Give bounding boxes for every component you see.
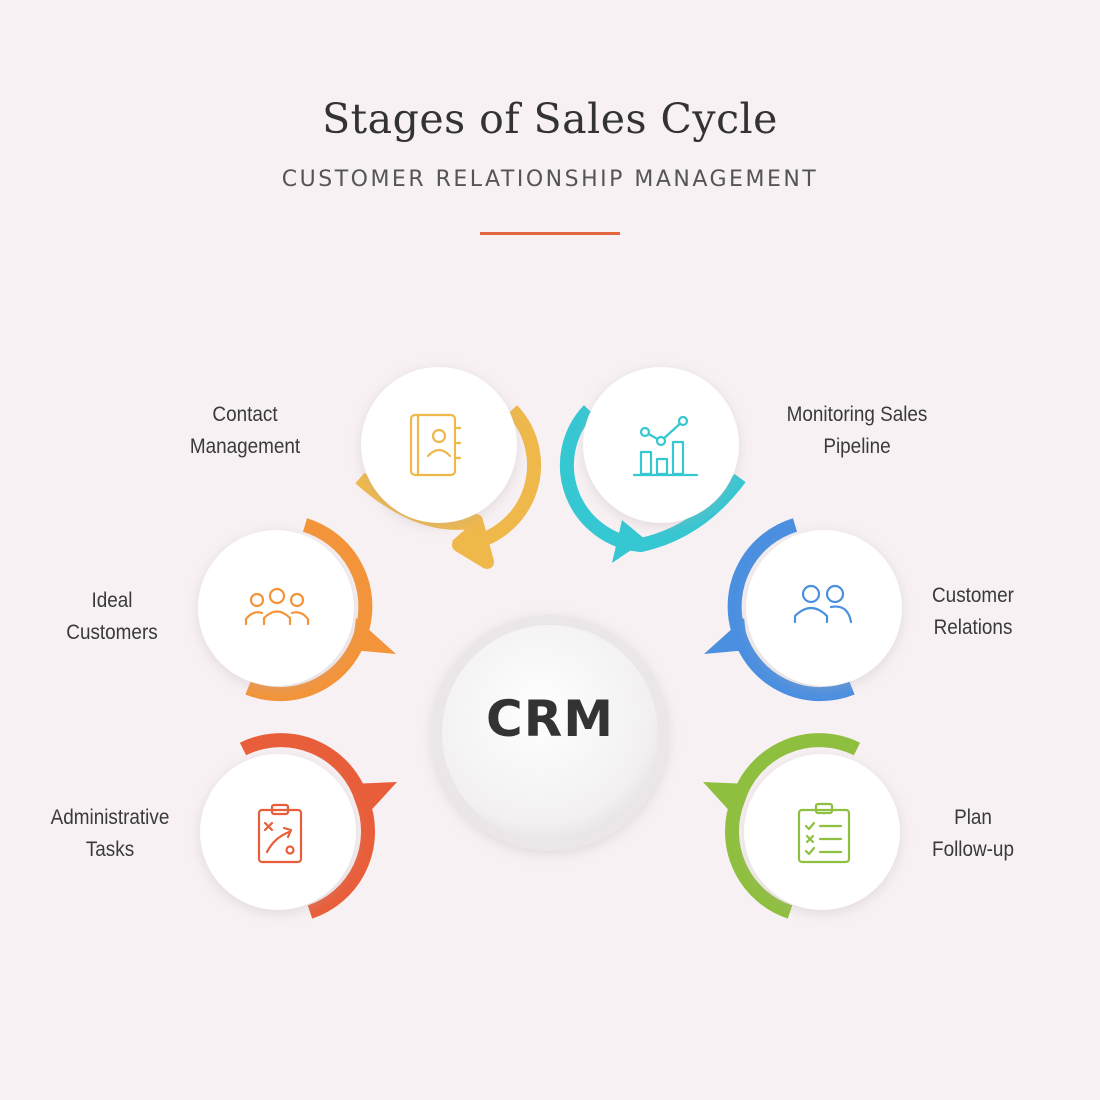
stage-node-contact-management[interactable]: [355, 367, 542, 569]
page-subtitle: CUSTOMER RELATIONSHIP MANAGEMENT: [281, 167, 819, 192]
page-title: Stages of Sales Cycle: [322, 95, 778, 143]
plan-follow-up-pointer: [703, 782, 750, 818]
stage-node-customer-relations[interactable]: [704, 518, 902, 702]
two-users-icon: [793, 584, 853, 624]
monitoring-sales-pipeline-arc: [559, 405, 746, 552]
stage-node-administrative-tasks[interactable]: [200, 733, 397, 919]
strategy-clipboard-icon: [257, 803, 303, 864]
stage-node-ideal-customers[interactable]: [198, 518, 396, 702]
customer-relations-pointer: [704, 618, 748, 654]
growth-chart-icon: [632, 415, 699, 477]
stage-node-monitoring-sales-pipeline[interactable]: [559, 367, 746, 563]
stage-node-plan-follow-up[interactable]: [703, 733, 900, 919]
crm-hub: [432, 615, 668, 851]
crm-label: CRM: [486, 690, 614, 748]
title-divider: [480, 232, 620, 235]
checklist-clipboard-icon: [797, 802, 851, 864]
administrative-tasks-pointer: [350, 782, 397, 818]
contact-management-pointer: [452, 518, 487, 562]
group-icon: [244, 587, 310, 626]
address-book-icon: [409, 413, 462, 477]
monitoring-sales-pipeline-pointer: [612, 520, 646, 563]
ideal-customers-pointer: [352, 618, 396, 654]
